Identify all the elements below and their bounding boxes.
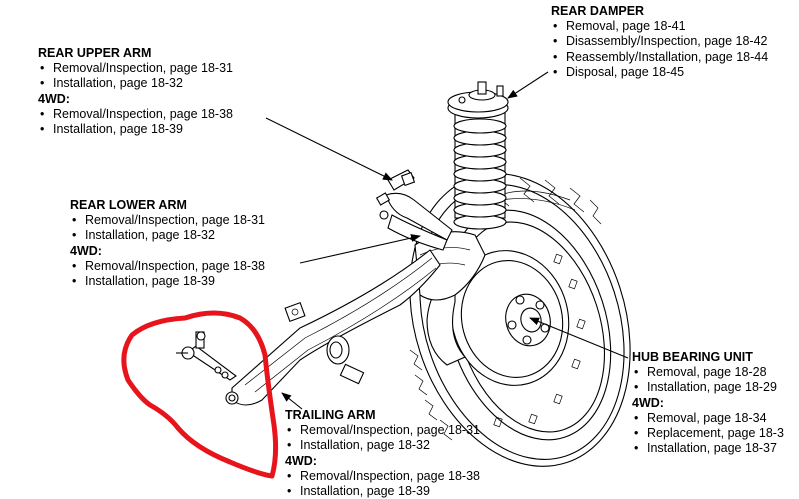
bullet: •	[634, 441, 639, 456]
list-item[interactable]: • Installation, page 18-39	[70, 274, 265, 289]
bullet: •	[40, 122, 45, 137]
list-item[interactable]: • Removal, page 18-41	[551, 19, 768, 34]
callout-title: TRAILING ARM	[285, 408, 376, 422]
list-item[interactable]: • Removal/Inspection, page 18-38	[285, 469, 480, 484]
bullet: •	[634, 410, 639, 425]
list-item[interactable]: • Replacement, page 18-3	[632, 426, 784, 441]
list-item[interactable]: • Removal, page 18-34	[632, 411, 784, 426]
list-item[interactable]: • Installation, page 18-32	[285, 438, 480, 453]
list-item[interactable]: • Installation, page 18-29	[632, 380, 784, 395]
callout-title: REAR DAMPER	[551, 4, 645, 18]
rear-damper-spring	[447, 81, 509, 230]
highlight-circle	[121, 310, 279, 479]
list-item[interactable]: • Installation, page 18-39	[285, 484, 480, 499]
list-item[interactable]: • Installation, page 18-32	[70, 228, 265, 243]
bullet: •	[287, 438, 292, 453]
subsection-title: 4WD:	[38, 91, 70, 106]
item-text: Removal, page 18-28	[647, 365, 767, 380]
item-text: Disassembly/Inspection, page 18-42	[566, 34, 768, 49]
bullet: •	[553, 64, 558, 79]
list-item[interactable]: • Disposal, page 18-45	[551, 65, 768, 80]
list-item[interactable]: • Installation, page 18-39	[38, 122, 233, 137]
bullet: •	[553, 49, 558, 64]
callout-title: REAR LOWER ARM	[70, 198, 187, 212]
bullet: •	[72, 213, 77, 228]
item-text: Removal/Inspection, page 18-38	[53, 106, 233, 121]
bullet: •	[287, 484, 292, 499]
item-text: Removal, page 18-34	[647, 410, 767, 425]
item-text: Disposal, page 18-45	[566, 64, 685, 79]
item-text: Removal/Inspection, page 18-31	[300, 423, 480, 438]
list-item[interactable]: • Disassembly/Inspection, page 18-42	[551, 34, 768, 49]
item-text: Removal, page 18-41	[566, 19, 686, 34]
subsection-title: 4WD:	[285, 453, 317, 468]
list-item[interactable]: • Installation, page 18-37	[632, 441, 784, 456]
list-item[interactable]: • Removal, page 18-28	[632, 365, 784, 380]
bullet: •	[553, 34, 558, 49]
bullet: •	[72, 258, 77, 273]
list-item[interactable]: • Removal/Inspection, page 18-31	[38, 61, 233, 76]
list-item[interactable]: • Reassembly/Installation, page 18-44	[551, 50, 768, 65]
item-text: Replacement, page 18-3	[647, 426, 784, 441]
bullet: •	[72, 274, 77, 289]
item-text: Removal/Inspection, page 18-31	[85, 213, 265, 228]
subsection-title: 4WD:	[70, 243, 102, 258]
bullet: •	[72, 228, 77, 243]
bullet: •	[634, 380, 639, 395]
bullet: •	[287, 468, 292, 483]
bullet: •	[553, 19, 558, 34]
list-item[interactable]: • Removal/Inspection, page 18-31	[70, 213, 265, 228]
callout-title: REAR UPPER ARM	[38, 46, 152, 60]
callout-hub-bearing-unit: HUB BEARING UNIT • Removal, page 18-28 • I…	[632, 350, 784, 456]
upper-lower-arm	[375, 169, 453, 251]
bullet: •	[40, 61, 45, 76]
item-text: Removal/Inspection, page 18-38	[300, 468, 480, 483]
list-item[interactable]: • Removal/Inspection, page 18-31	[285, 423, 480, 438]
item-text: Installation, page 18-32	[53, 76, 183, 91]
circled-link-part	[176, 331, 239, 405]
callout-rear-lower-arm: REAR LOWER ARM • Removal/Inspection, page…	[70, 198, 265, 289]
item-text: Installation, page 18-39	[53, 122, 183, 137]
item-text: Installation, page 18-29	[647, 380, 777, 395]
item-text: Removal/Inspection, page 18-31	[53, 61, 233, 76]
bullet: •	[40, 106, 45, 121]
callout-rear-upper-arm: REAR UPPER ARM • Removal/Inspection, page…	[38, 46, 233, 137]
item-text: Reassembly/Installation, page 18-44	[566, 49, 769, 64]
bullet: •	[40, 76, 45, 91]
item-text: Installation, page 18-32	[300, 438, 430, 453]
list-item[interactable]: • Removal/Inspection, page 18-38	[38, 107, 233, 122]
subsection-title: 4WD:	[632, 395, 664, 410]
bullet: •	[287, 423, 292, 438]
bullet: •	[634, 426, 639, 441]
bullet: •	[634, 365, 639, 380]
leader-lines	[265, 71, 629, 410]
item-text: Installation, page 18-32	[85, 228, 215, 243]
item-text: Installation, page 18-39	[300, 484, 430, 499]
callout-rear-damper: REAR DAMPER • Removal, page 18-41 • Disass…	[551, 4, 768, 80]
trailing-arm	[231, 249, 441, 406]
callout-title: HUB BEARING UNIT	[632, 350, 753, 364]
item-text: Installation, page 18-37	[647, 441, 777, 456]
item-text: Installation, page 18-39	[85, 274, 215, 289]
list-item[interactable]: • Removal/Inspection, page 18-38	[70, 259, 265, 274]
item-text: Removal/Inspection, page 18-38	[85, 258, 265, 273]
callout-trailing-arm: TRAILING ARM • Removal/Inspection, page 1…	[285, 408, 480, 499]
list-item[interactable]: • Installation, page 18-32	[38, 76, 233, 91]
